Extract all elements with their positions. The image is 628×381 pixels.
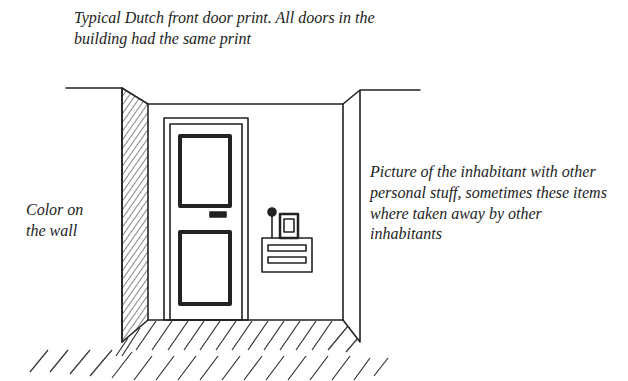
- cabinet-slot: [268, 257, 306, 263]
- annotation-label: Typical Dutch front door print. All door…: [74, 8, 424, 50]
- colored-wall: [122, 88, 148, 342]
- cabinet-slot: [268, 245, 306, 251]
- door: [170, 124, 242, 320]
- door-panel: [180, 232, 230, 304]
- wall-cabinet: [262, 238, 312, 272]
- annotation-label: Picture of the inhabitant with other per…: [370, 162, 615, 245]
- annotation-label: Color on the wall: [26, 200, 106, 242]
- back-wall: [148, 104, 343, 320]
- picture: [284, 219, 294, 232]
- flower-stem: [271, 216, 273, 238]
- door-panel: [180, 136, 230, 206]
- floor-line: [148, 319, 343, 321]
- mail-slot: [210, 212, 226, 217]
- door-frame: [164, 118, 248, 320]
- flower: [268, 208, 276, 216]
- picture-frame: [280, 214, 298, 238]
- floor-hatch: [30, 321, 388, 380]
